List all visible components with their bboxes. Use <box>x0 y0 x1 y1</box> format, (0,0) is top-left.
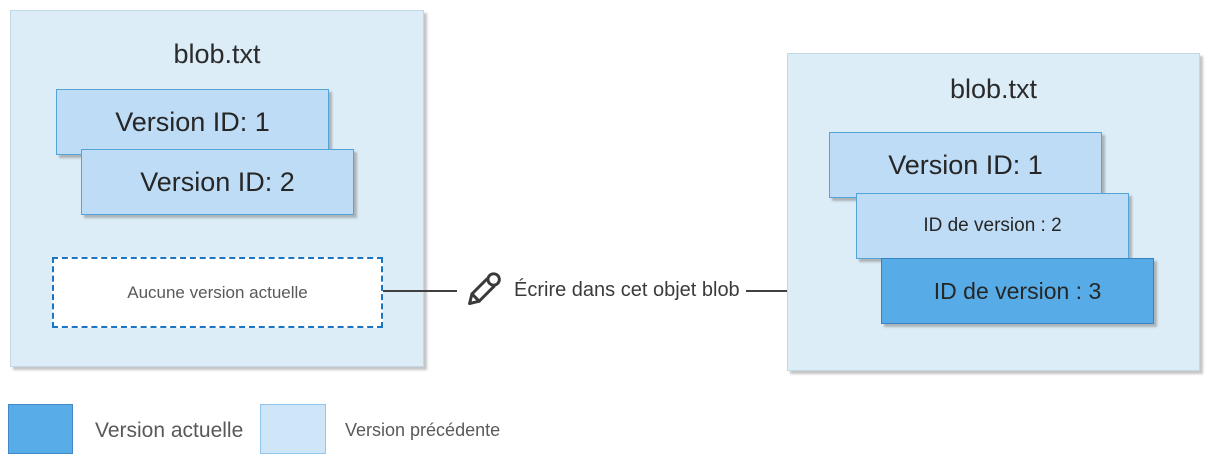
left-blob-title: blob.txt <box>173 39 261 69</box>
connector-line-left <box>383 290 457 292</box>
previous-version-card: ID de version : 2 <box>856 193 1129 259</box>
legend-label-current-version: Version actuelle <box>95 419 244 442</box>
legend-label-previous-version: Version précédente <box>345 420 501 440</box>
previous-version-card: Version ID: 2 <box>81 149 354 215</box>
right-blob-container: blob.txt Version ID: 1 ID de version : 2… <box>787 53 1200 371</box>
current-version-card: ID de version : 3 <box>881 258 1154 324</box>
previous-version-card: Version ID: 1 <box>56 89 329 155</box>
legend-swatch-previous-version <box>260 404 326 454</box>
write-action-label: Écrire dans cet objet blob <box>514 279 740 301</box>
previous-version-card: Version ID: 1 <box>829 132 1102 198</box>
legend-swatch-current-version <box>8 404 73 454</box>
right-blob-title: blob.txt <box>949 74 1038 104</box>
left-blob-container: blob.txt Version ID: 1 Version ID: 2 Auc… <box>10 10 424 367</box>
pencil-icon <box>457 265 507 315</box>
no-current-version-box: Aucune version actuelle <box>52 257 383 328</box>
